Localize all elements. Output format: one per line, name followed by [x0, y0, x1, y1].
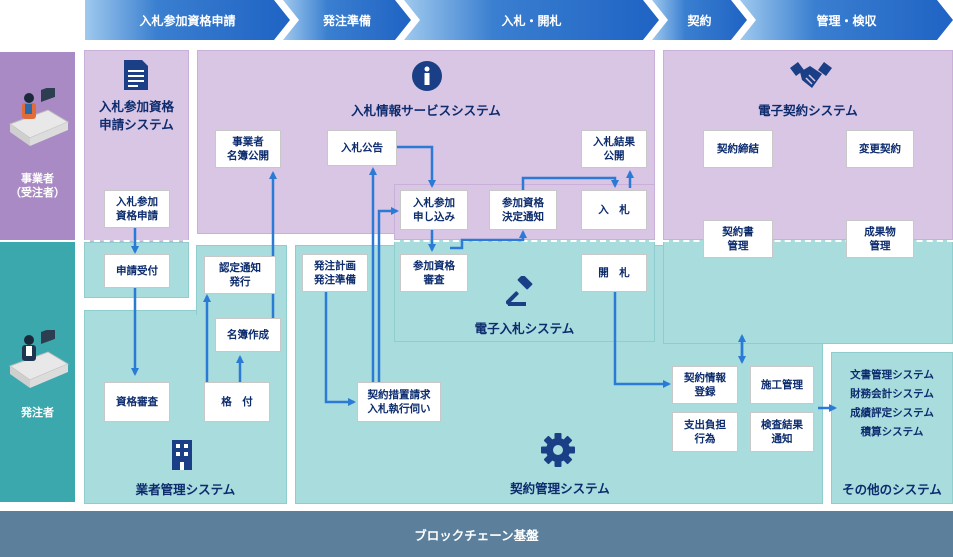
vendor-mgmt-title: 業者管理システム	[135, 482, 236, 497]
box-examine[interactable]: 資格審査	[104, 382, 170, 422]
box-construction[interactable]: 施工管理	[750, 366, 814, 404]
phase-preparation: 発注準備	[283, 0, 411, 40]
box-contract-change[interactable]: 変更契約	[846, 130, 914, 168]
box-cert-notice[interactable]: 認定通知 発行	[204, 256, 276, 294]
gear-icon	[541, 433, 575, 467]
contract-mgmt-title: 契約管理システム	[510, 481, 610, 496]
box-qual-decision[interactable]: 参加資格 決定通知	[489, 190, 557, 230]
box-inspection[interactable]: 検査結果 通知	[750, 412, 814, 452]
box-bid-request[interactable]: 入札参加 申し込み	[400, 190, 468, 230]
phase-contract: 契約	[652, 0, 747, 40]
box-bid-notice[interactable]: 入札公告	[327, 130, 397, 166]
application-system-title: 入札参加資格 申請システム	[98, 99, 174, 132]
phase-application: 入札参加資格申請	[85, 0, 290, 40]
divider-contract	[663, 240, 953, 242]
other-systems-list: 文書管理システム 財務会計システム 成績評定システム 積算システム	[850, 369, 934, 438]
document-icon	[124, 60, 148, 90]
info-icon	[412, 61, 442, 91]
orderer-label: 発注者	[21, 406, 54, 419]
orderer-person-icon	[8, 330, 70, 388]
contractor-label: 事業者 （受注者）	[10, 172, 65, 199]
box-apply[interactable]: 入札参加 資格申請	[104, 190, 170, 228]
box-expense[interactable]: 支出負担 行為	[672, 412, 738, 452]
divider-bidding	[394, 240, 655, 242]
box-receive[interactable]: 申請受付	[104, 254, 170, 288]
building-icon	[172, 440, 192, 470]
other-systems-title: その他のシステム	[842, 482, 942, 497]
box-deliverable[interactable]: 成果物 管理	[846, 220, 914, 258]
contractor-person-icon	[8, 88, 70, 146]
info-service-title: 入札情報サービスシステム	[351, 103, 501, 118]
phase-bidding: 入札・開札	[404, 0, 659, 40]
box-plan[interactable]: 発注計画 発注準備	[302, 254, 368, 292]
phase-management: 管理・検収	[740, 0, 953, 40]
e-contract-title: 電子契約システム	[758, 103, 858, 118]
contractor-band	[0, 52, 75, 240]
blockchain-footer: ブロックチェーン基盤	[0, 511, 953, 557]
box-contract-request[interactable]: 契約措置請求 入札執行伺い	[357, 382, 441, 422]
other-systems-panel	[831, 352, 953, 504]
divider-application	[84, 240, 189, 242]
handshake-icon	[790, 62, 832, 88]
box-bidding[interactable]: 入 札	[581, 190, 647, 230]
e-bidding-title: 電子入札システム	[474, 321, 575, 336]
box-roster-create[interactable]: 名簿作成	[215, 318, 281, 352]
box-contract-sign[interactable]: 契約締結	[703, 130, 773, 168]
box-publish-roster[interactable]: 事業者 名簿公開	[215, 130, 281, 168]
box-qual-exam[interactable]: 参加資格 審査	[400, 254, 468, 292]
box-result-publish[interactable]: 入札結果 公開	[581, 130, 647, 168]
box-contract-doc[interactable]: 契約書 管理	[703, 220, 773, 258]
gavel-icon	[506, 276, 533, 306]
box-contract-register[interactable]: 契約情報 登録	[672, 366, 738, 404]
box-opening[interactable]: 開 札	[581, 254, 647, 292]
box-rating[interactable]: 格 付	[204, 382, 270, 422]
